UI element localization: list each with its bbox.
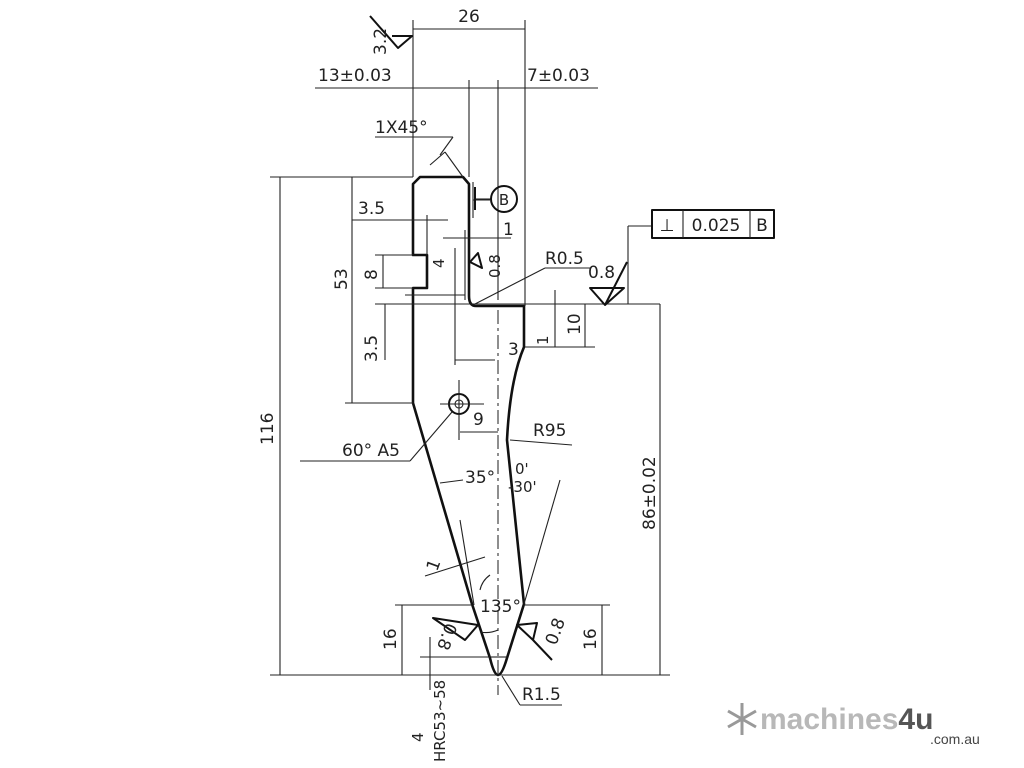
angle-arc [479, 574, 491, 591]
logo-domain: .com.au [930, 731, 980, 747]
angle-35: 35° [465, 468, 495, 488]
datum-b-marker: B [474, 185, 518, 213]
dimension-line [474, 267, 546, 305]
chamfer-label: 1X45° [375, 118, 428, 138]
logo-accent: 4u [898, 703, 933, 736]
dim-26: 26 [458, 7, 480, 27]
perpendicularity-frame: ⊥ 0.025 B [651, 209, 775, 239]
dim-10: 10 [565, 313, 585, 335]
dim-53: 53 [332, 268, 352, 290]
tolerance-value: 0.025 [692, 216, 741, 236]
roughness-symbols [369, 15, 628, 661]
hardness-label: HRC53~58 [431, 680, 449, 762]
dimension-line [439, 136, 454, 156]
dimension-line [509, 439, 573, 446]
dimension-line [501, 675, 521, 706]
center-hole-label: 60° A5 [342, 441, 400, 461]
datum-b-label: B [499, 191, 509, 209]
radius-r0-5: R0.5 [545, 249, 584, 269]
dim-4-notch: 4 [430, 258, 448, 268]
dim-116: 116 [258, 413, 278, 445]
dimension-line [409, 411, 453, 462]
roughness-shoulder: 0.8 [588, 263, 615, 283]
angle-tol-upper: 0' [515, 460, 529, 478]
roughness-notch: 0.8 [486, 254, 504, 278]
dim-1-flank: 1 [423, 557, 445, 574]
dimension-labels: 26 3.2 13±0.03 7±0.03 1X45° 3.5 1 4 0.8 … [258, 7, 660, 762]
logo-main: machines [760, 703, 898, 736]
dimension-line [439, 479, 464, 484]
dim-3-5-width: 3.5 [358, 199, 385, 219]
perpendicular-symbol: ⊥ [660, 216, 675, 236]
angle-135: 135° [480, 597, 521, 617]
tolerance-datum: B [756, 216, 768, 236]
dim-3: 3 [508, 340, 519, 360]
dim-16-right: 16 [581, 628, 601, 650]
dimension-line [424, 556, 486, 577]
dim-4-depth: 4 [409, 732, 427, 742]
roughness-tip-right: 0.8 [542, 615, 570, 647]
punch-outline [411, 175, 526, 677]
dim-3-5-height: 3.5 [362, 335, 382, 362]
angle-tol-lower: -30' [508, 478, 537, 496]
roughness-tip-left: 0.8 [432, 620, 460, 652]
radius-r95: R95 [533, 421, 566, 441]
dim-16-left: 16 [381, 628, 401, 650]
dimension-line [444, 151, 464, 178]
roughness-3-2: 3.2 [371, 28, 391, 55]
angle-arc [479, 629, 499, 634]
snowflake-logo-icon [727, 703, 757, 735]
dim-86: 86±0.02 [640, 456, 660, 530]
dim-1-shoulder: 1 [534, 335, 552, 345]
machines4u-logo: machines4u .com.au [727, 703, 980, 747]
dim-8: 8 [362, 269, 382, 280]
dim-9: 9 [473, 410, 484, 430]
dimension-line [523, 479, 561, 605]
dim-1-gap: 1 [503, 220, 514, 240]
dimension-lines [270, 20, 670, 706]
logo-text: machines4u [760, 703, 933, 736]
dimension-line [459, 519, 475, 606]
dim-7: 7±0.03 [527, 66, 590, 86]
radius-r1-5: R1.5 [522, 685, 561, 705]
dimension-line [429, 151, 446, 166]
dim-13: 13±0.03 [318, 66, 392, 86]
